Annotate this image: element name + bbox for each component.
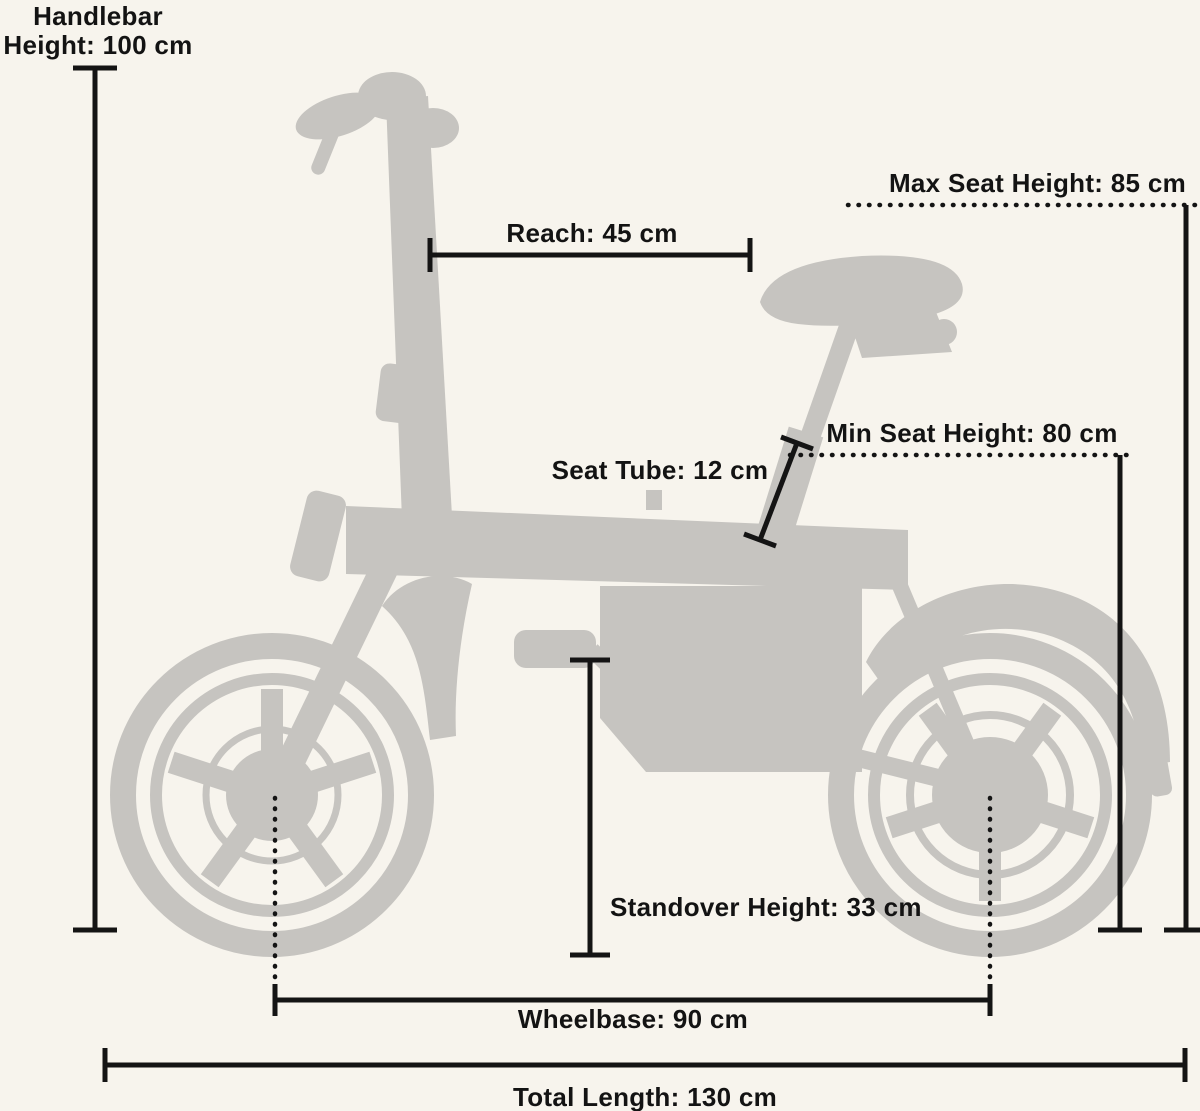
stem <box>386 96 452 520</box>
standover-height-label: Standover Height: 33 cm <box>610 892 922 922</box>
saddle <box>760 255 963 358</box>
front-reflector <box>290 490 346 582</box>
total-length-dimension-line <box>102 1048 1188 1082</box>
chainstay <box>647 697 989 799</box>
handlebar-height-dimension-line <box>73 65 117 933</box>
reach-dimension-line <box>427 238 753 272</box>
max-seat-height-label: Max Seat Height: 85 cm <box>888 168 1186 198</box>
seat-tube-dimension-line <box>743 434 814 549</box>
bike-silhouette <box>110 72 1173 957</box>
total-length-label: Total Length: 130 cm <box>512 1082 778 1111</box>
handlebar-height-label: Handlebar Height: 100 cm <box>0 2 196 60</box>
seat-tube <box>752 426 824 554</box>
front-fender <box>382 575 472 740</box>
wheelbase-dimension-line <box>272 795 993 1016</box>
seat-tube-label: Seat Tube: 12 cm <box>551 455 769 485</box>
seat-clamp <box>646 490 662 510</box>
battery-box <box>600 586 862 772</box>
rear-fender <box>866 584 1173 797</box>
standover-height-dimension-line <box>570 657 610 958</box>
reach-label: Reach: 45 cm <box>506 218 678 248</box>
handlebar <box>295 72 459 175</box>
handlebar-height-label-line1: Handlebar <box>33 1 163 31</box>
min-seat-height-dimension-line <box>787 452 1142 933</box>
folding-hinge <box>375 363 443 427</box>
wheelbase-label: Wheelbase: 90 cm <box>517 1004 749 1034</box>
dimension-lines <box>73 65 1200 1082</box>
min-seat-height-label: Min Seat Height: 80 cm <box>826 418 1118 448</box>
max-seat-height-dimension-line <box>845 202 1200 933</box>
handlebar-height-label-line2: Height: 100 cm <box>3 30 193 60</box>
front-wheel <box>110 633 434 957</box>
